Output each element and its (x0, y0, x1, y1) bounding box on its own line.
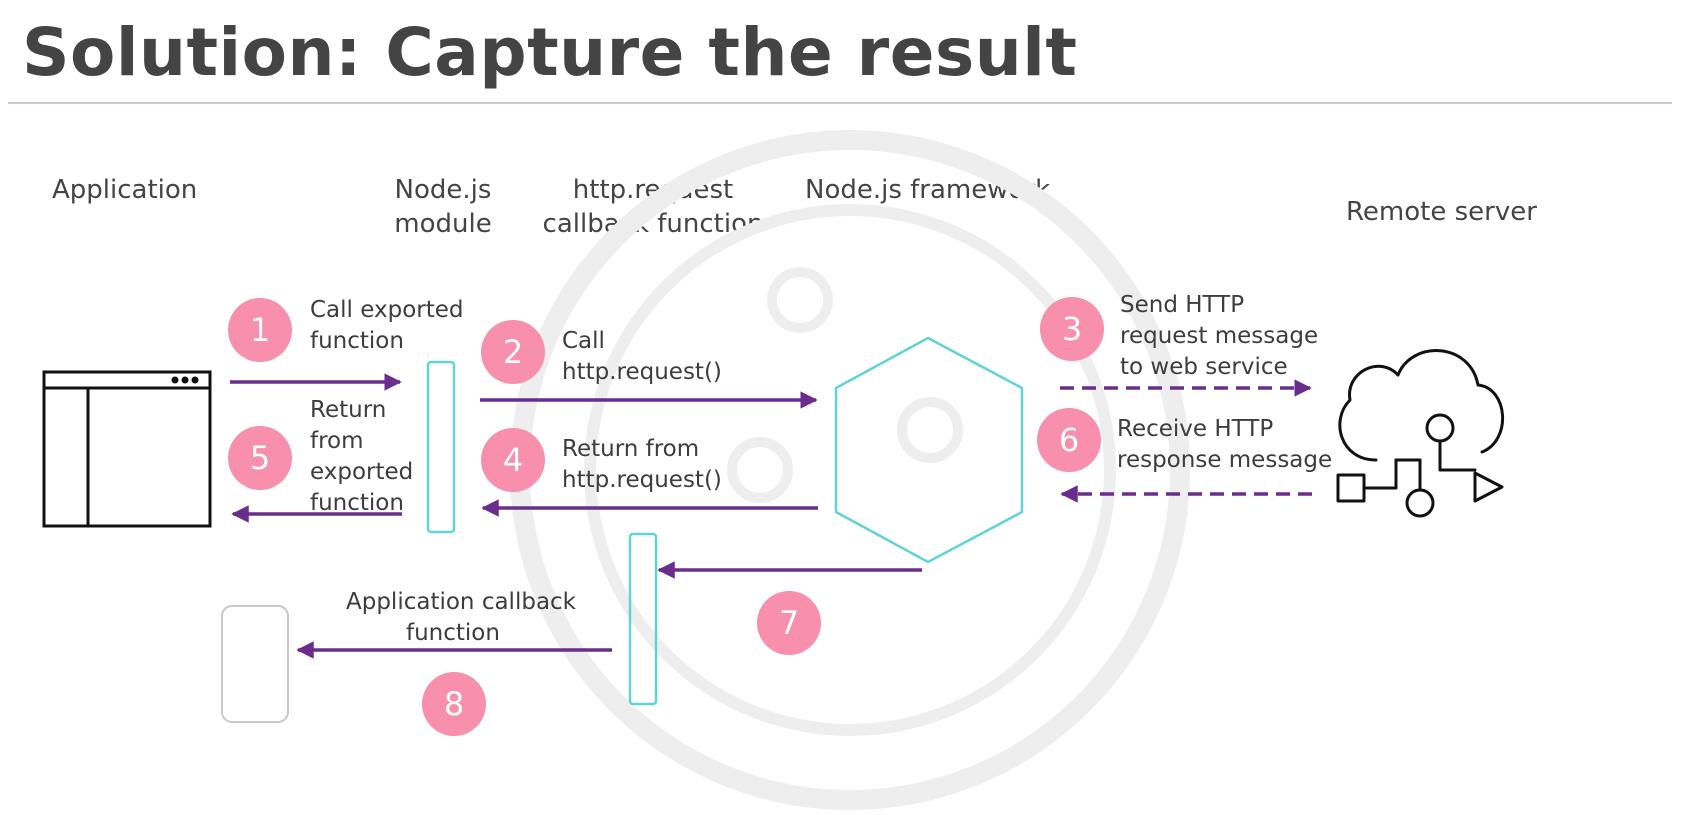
step-label-1-line: function (310, 328, 404, 354)
app-callback-label: Application callback function (346, 587, 576, 649)
step-label-4-line: Return from (562, 436, 700, 462)
app-callback-label-line: function (406, 620, 500, 646)
module-bar (426, 360, 456, 534)
step-label-3: Send HTTP request message to web service (1120, 290, 1318, 383)
step-label-5-line: exported (310, 459, 414, 485)
cloud-service-icon (1336, 349, 1505, 518)
step-badge-7: 7 (757, 591, 821, 655)
step-label-2: Call http.request() (562, 326, 722, 388)
hexagon-icon (834, 336, 1024, 564)
browser-window-icon (42, 370, 212, 528)
column-module-line2: module (394, 209, 492, 239)
step-badge-3: 3 (1040, 297, 1104, 361)
column-module-line1: Node.js (394, 175, 492, 205)
step-label-3-line: Send HTTP (1120, 292, 1245, 318)
page-title: Solution: Capture the result (22, 14, 1078, 91)
step-badge-6: 6 (1037, 408, 1101, 472)
title-divider (8, 102, 1672, 104)
step-label-2-line: Call (562, 328, 605, 354)
column-application: Application (52, 175, 198, 205)
step-badge-1: 1 (228, 298, 292, 362)
step-label-1-line: Call exported (310, 297, 464, 323)
step-label-6-line: response message (1117, 447, 1333, 473)
step-label-5-line: from (310, 428, 364, 454)
step-label-5-line: function (310, 490, 404, 516)
step-label-5: Return from exported function (310, 395, 413, 519)
step-label-1: Call exported function (310, 295, 464, 357)
step-label-2-line: http.request() (562, 359, 722, 385)
callback-bar (628, 532, 658, 706)
step-badge-5: 5 (228, 426, 292, 490)
rounded-rectangle-icon (221, 605, 289, 723)
step-label-6-line: Receive HTTP (1117, 416, 1274, 442)
column-remote: Remote server (1346, 197, 1537, 227)
step-label-5-line: Return (310, 397, 387, 423)
step-badge-4: 4 (481, 428, 545, 492)
step-label-3-line: request message (1120, 323, 1319, 349)
step-label-6: Receive HTTP response message (1117, 414, 1332, 476)
column-module: Node.js module (388, 173, 498, 241)
step-label-3-line: to web service (1120, 354, 1288, 380)
step-badge-8: 8 (422, 672, 486, 736)
step-label-4-line: http.request() (562, 467, 722, 493)
step-label-4: Return from http.request() (562, 434, 722, 496)
step-badge-2: 2 (481, 320, 545, 384)
app-callback-label-line: Application callback (346, 589, 576, 615)
